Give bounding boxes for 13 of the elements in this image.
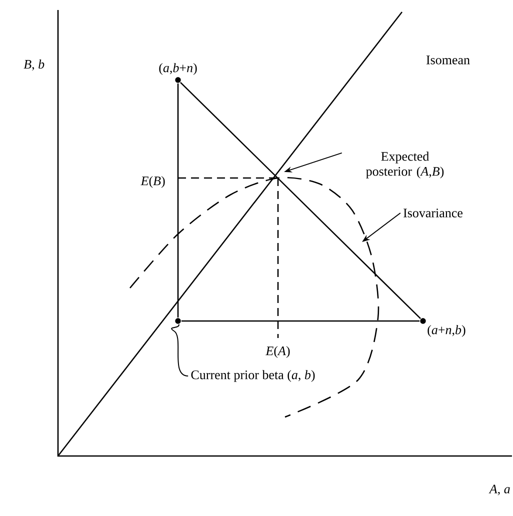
annotation-text: Expected posterior (A,B) [366,152,444,178]
annotation-text: Isovariance [404,208,462,218]
line-label: Isomean [426,56,470,64]
leader-line [171,324,189,376]
value-label: E(A) [266,346,290,358]
triangle-side [180,82,421,320]
axis-label: B, b [24,60,44,71]
axis-label: A, a [488,484,510,496]
triangle-side [177,83,179,318]
triangle-side [181,320,420,322]
annotation-text: Current prior beta (a, b) [191,370,315,382]
value-label: E(B) [140,176,165,188]
point-marker [175,318,181,324]
